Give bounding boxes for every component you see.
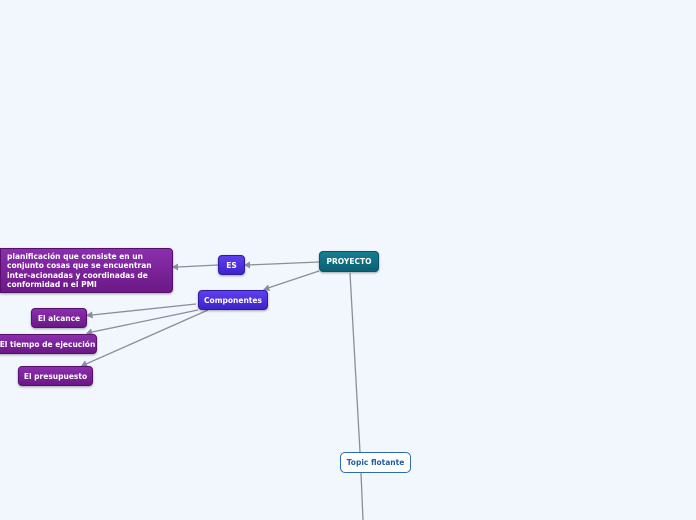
connector-componentes-tiempo bbox=[91, 309, 199, 333]
connector-proyecto-componentes bbox=[267, 270, 320, 289]
connector-proyecto-es bbox=[247, 261, 320, 266]
central-topic-proyecto[interactable]: PROYECTO bbox=[319, 251, 379, 272]
subtopic-tiempo[interactable]: El tiempo de ejecución bbox=[0, 334, 97, 354]
arrowhead-tiempo bbox=[86, 328, 93, 336]
topic-es-label: ES bbox=[226, 260, 237, 270]
subtopic-alcance-label: El alcance bbox=[37, 313, 81, 323]
floating-topic[interactable]: Topic flotante bbox=[340, 452, 411, 473]
connector-componentes-presupuesto bbox=[85, 309, 209, 365]
subtopic-definicion[interactable]: planificación que consiste en un conjunt… bbox=[0, 248, 173, 293]
arrowhead-presupuesto bbox=[81, 360, 88, 367]
arrowhead-definicion bbox=[172, 263, 178, 271]
topic-es[interactable]: ES bbox=[218, 255, 245, 275]
central-topic-label: PROYECTO bbox=[326, 257, 372, 266]
connector-componentes-alcance bbox=[91, 303, 197, 316]
subtopic-definicion-label: planificación que consiste en un conjunt… bbox=[7, 251, 152, 290]
connector-floating-below bbox=[360, 472, 364, 520]
topic-componentes-label: Componentes bbox=[204, 295, 262, 305]
arrowhead-alcance bbox=[86, 311, 93, 319]
connector-es-definicion bbox=[177, 264, 219, 268]
connector-proyecto-floating bbox=[349, 272, 361, 453]
subtopic-alcance[interactable]: El alcance bbox=[31, 308, 87, 328]
arrowhead-es bbox=[244, 261, 250, 269]
subtopic-presupuesto-label: El presupuesto bbox=[23, 371, 88, 381]
topic-componentes[interactable]: Componentes bbox=[198, 290, 268, 310]
floating-topic-label: Topic flotante bbox=[346, 458, 405, 467]
arrowhead-componentes bbox=[263, 284, 270, 291]
subtopic-tiempo-label: El tiempo de ejecución bbox=[0, 339, 96, 349]
subtopic-presupuesto[interactable]: El presupuesto bbox=[18, 366, 93, 386]
